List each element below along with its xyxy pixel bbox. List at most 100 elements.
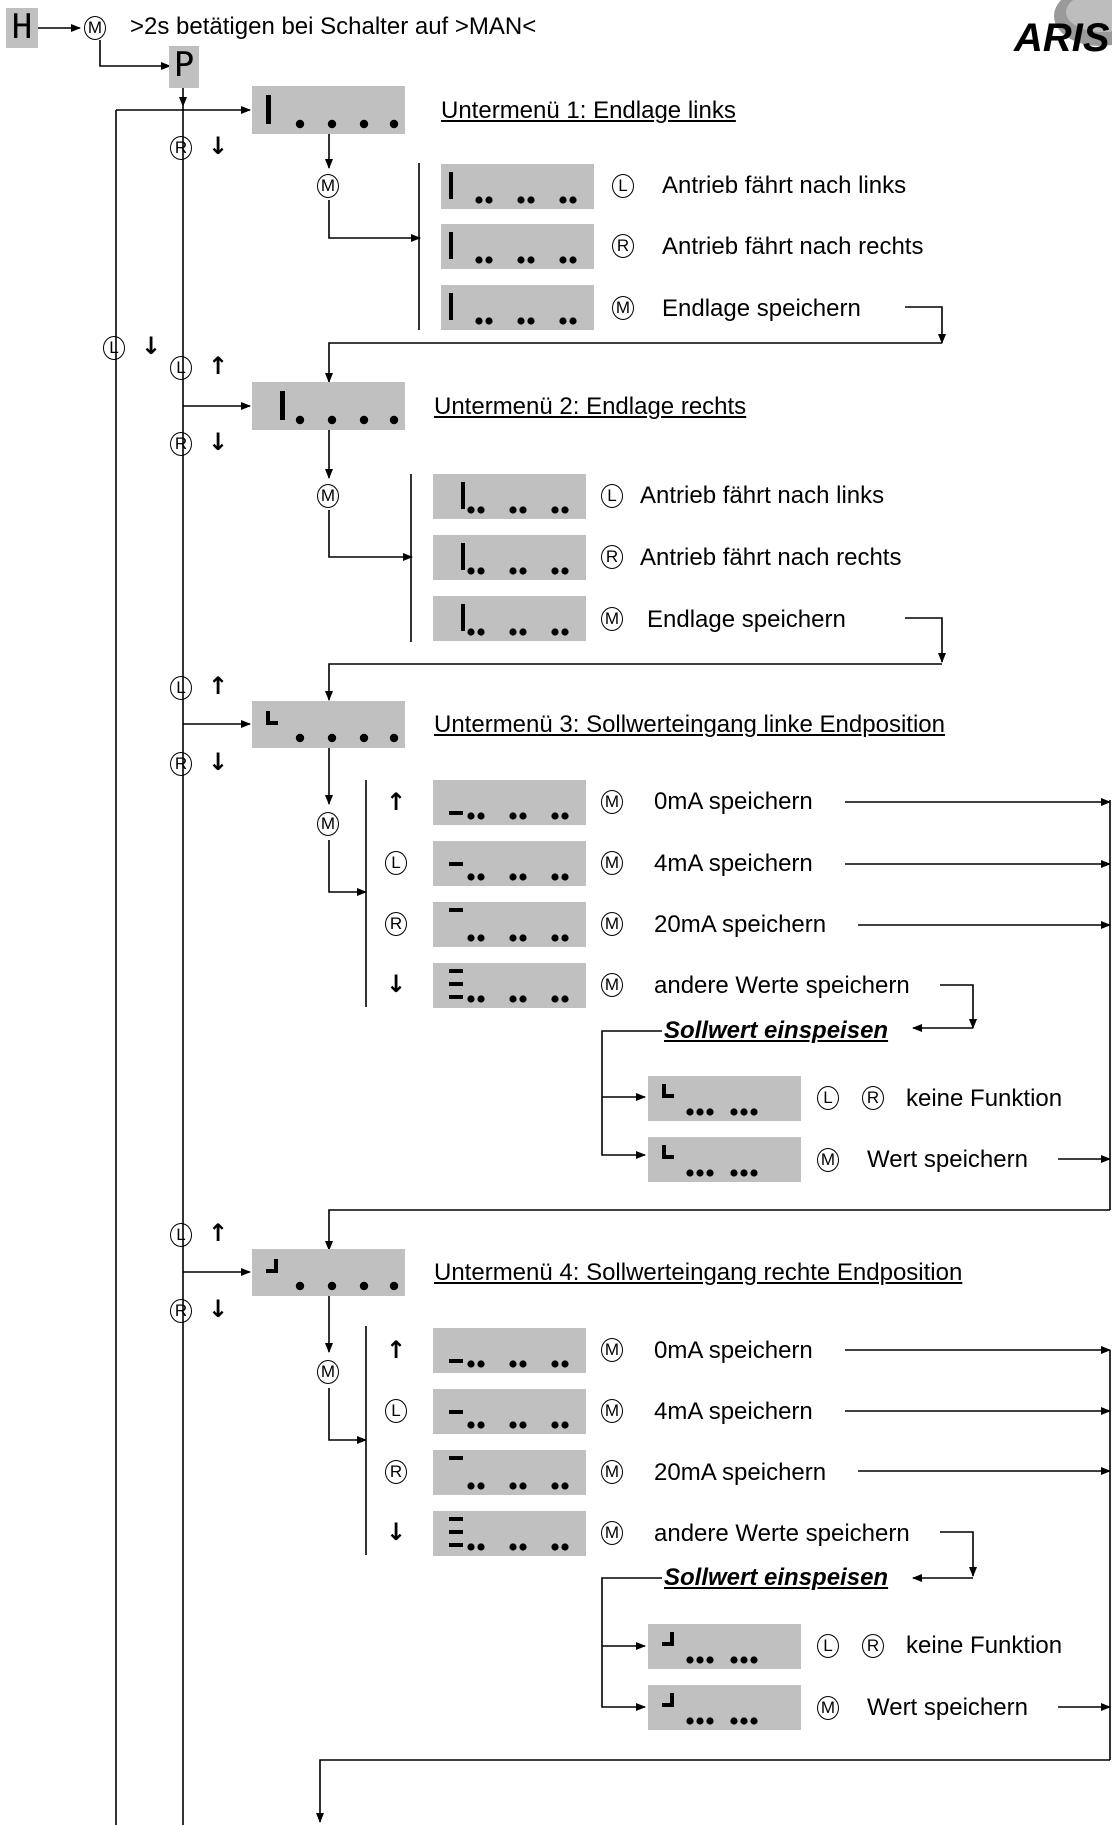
- l-key-icon: L: [170, 676, 192, 700]
- submenu-4-item-1: 0mA speichern: [654, 1337, 813, 1364]
- m-key-icon: M: [317, 174, 339, 198]
- l-key-icon: L: [170, 1223, 192, 1247]
- lcd-1b: [441, 224, 594, 269]
- m-key-icon: M: [601, 1338, 623, 1362]
- m-key-icon: M: [601, 790, 623, 814]
- lcd-1a: [441, 164, 594, 209]
- down-arrow-icon: ↓: [208, 132, 229, 160]
- lcd-2c: [433, 596, 586, 641]
- m-key-icon: M: [817, 1148, 839, 1172]
- submenu-1-item-3: Endlage speichern: [662, 295, 861, 322]
- down-arrow-icon: ↓: [141, 332, 162, 360]
- l-key-icon: L: [385, 1399, 407, 1423]
- program-display: P: [169, 46, 199, 88]
- lcd-3f: [648, 1137, 801, 1182]
- down-arrow-icon: ↓: [386, 1518, 407, 1546]
- m-key-icon: M: [317, 812, 339, 836]
- submenu-3-title: Untermenü 3: Sollwerteingang linke Endpo…: [434, 711, 945, 738]
- m-key-icon: M: [84, 16, 106, 40]
- submenu-3-sollwert: Sollwert einspeisen: [664, 1017, 889, 1044]
- lcd-4d: [433, 1511, 586, 1556]
- down-arrow-icon: ↓: [208, 1295, 229, 1323]
- l-key-icon: L: [103, 336, 125, 360]
- lcd-3c: [433, 902, 586, 947]
- submenu-3-sub-item-2: Wert speichern: [867, 1146, 1028, 1173]
- submenu-4-item-3: 20mA speichern: [654, 1459, 827, 1486]
- lcd-4e: [648, 1624, 801, 1669]
- r-key-icon: R: [170, 1299, 192, 1323]
- submenu-4-title: Untermenü 4: Sollwerteingang rechte Endp…: [434, 1259, 963, 1286]
- r-key-icon: R: [170, 136, 192, 160]
- lcd-3e: [648, 1076, 801, 1121]
- lcd-3a: [433, 780, 586, 825]
- submenu-3-item-2: 4mA speichern: [654, 850, 813, 877]
- m-key-icon: M: [601, 912, 623, 936]
- lcd-4f: [648, 1685, 801, 1730]
- lcd-3d: [433, 963, 586, 1008]
- submenu-4-sub-item-1: keine Funktion: [906, 1632, 1063, 1659]
- submenu-3-sub-item-1: keine Funktion: [906, 1085, 1063, 1112]
- lcd-submenu-2: [252, 382, 405, 430]
- m-key-icon: M: [601, 1399, 623, 1423]
- submenu-1-item-2: Antrieb fährt nach rechts: [662, 233, 924, 260]
- lcd-3b: [433, 841, 586, 886]
- lcd-4c: [433, 1450, 586, 1495]
- m-key-icon: M: [601, 973, 623, 997]
- lcd-2b: [433, 535, 586, 580]
- submenu-2-item-2: Antrieb fährt nach rechts: [640, 544, 902, 571]
- l-key-icon: L: [817, 1086, 839, 1110]
- m-key-icon: M: [612, 296, 634, 320]
- lcd-2a: [433, 474, 586, 519]
- l-key-icon: L: [601, 484, 623, 508]
- up-arrow-icon: ↑: [386, 1336, 407, 1364]
- m-key-icon: M: [317, 1360, 339, 1384]
- m-key-icon: M: [817, 1696, 839, 1720]
- start-display: H: [6, 8, 38, 48]
- submenu-2-item-3: Endlage speichern: [647, 606, 846, 633]
- lcd-4a: [433, 1328, 586, 1373]
- l-key-icon: L: [612, 174, 634, 198]
- r-key-icon: R: [862, 1086, 884, 1110]
- m-key-icon: M: [601, 1521, 623, 1545]
- header-hint: >2s betätigen bei Schalter auf >MAN<: [130, 13, 537, 40]
- up-arrow-icon: ↑: [386, 788, 407, 816]
- down-arrow-icon: ↓: [386, 970, 407, 998]
- submenu-4-item-4: andere Werte speichern: [654, 1520, 910, 1547]
- logo-text: ARIS: [1014, 16, 1110, 60]
- up-arrow-icon: ↑: [208, 1219, 229, 1247]
- m-key-icon: M: [601, 1460, 623, 1484]
- lcd-submenu-1: [252, 86, 405, 134]
- up-arrow-icon: ↑: [208, 672, 229, 700]
- r-key-icon: R: [385, 1460, 407, 1484]
- lcd-submenu-3: [252, 701, 405, 748]
- submenu-1-title: Untermenü 1: Endlage links: [441, 97, 736, 124]
- down-arrow-icon: ↓: [208, 428, 229, 456]
- submenu-4-sollwert: Sollwert einspeisen: [664, 1564, 889, 1591]
- r-key-icon: R: [862, 1634, 884, 1658]
- l-key-icon: L: [170, 356, 192, 380]
- submenu-3-item-1: 0mA speichern: [654, 788, 813, 815]
- r-key-icon: R: [601, 545, 623, 569]
- submenu-2-title: Untermenü 2: Endlage rechts: [434, 393, 747, 420]
- submenu-2-item-1: Antrieb fährt nach links: [640, 482, 885, 509]
- r-key-icon: R: [385, 912, 407, 936]
- submenu-1-item-1: Antrieb fährt nach links: [662, 172, 907, 199]
- r-key-icon: R: [612, 234, 634, 258]
- lcd-4b: [433, 1389, 586, 1434]
- submenu-4-sub-item-2: Wert speichern: [867, 1694, 1028, 1721]
- up-arrow-icon: ↑: [208, 352, 229, 380]
- r-key-icon: R: [170, 432, 192, 456]
- m-key-icon: M: [601, 607, 623, 631]
- down-arrow-icon: ↓: [208, 748, 229, 776]
- lcd-1c: [441, 285, 594, 330]
- m-key-icon: M: [601, 851, 623, 875]
- r-key-icon: R: [170, 752, 192, 776]
- m-key-icon: M: [317, 484, 339, 508]
- submenu-4-item-2: 4mA speichern: [654, 1398, 813, 1425]
- l-key-icon: L: [817, 1634, 839, 1658]
- l-key-icon: L: [385, 851, 407, 875]
- lcd-submenu-4: [252, 1249, 405, 1296]
- submenu-3-item-3: 20mA speichern: [654, 911, 827, 938]
